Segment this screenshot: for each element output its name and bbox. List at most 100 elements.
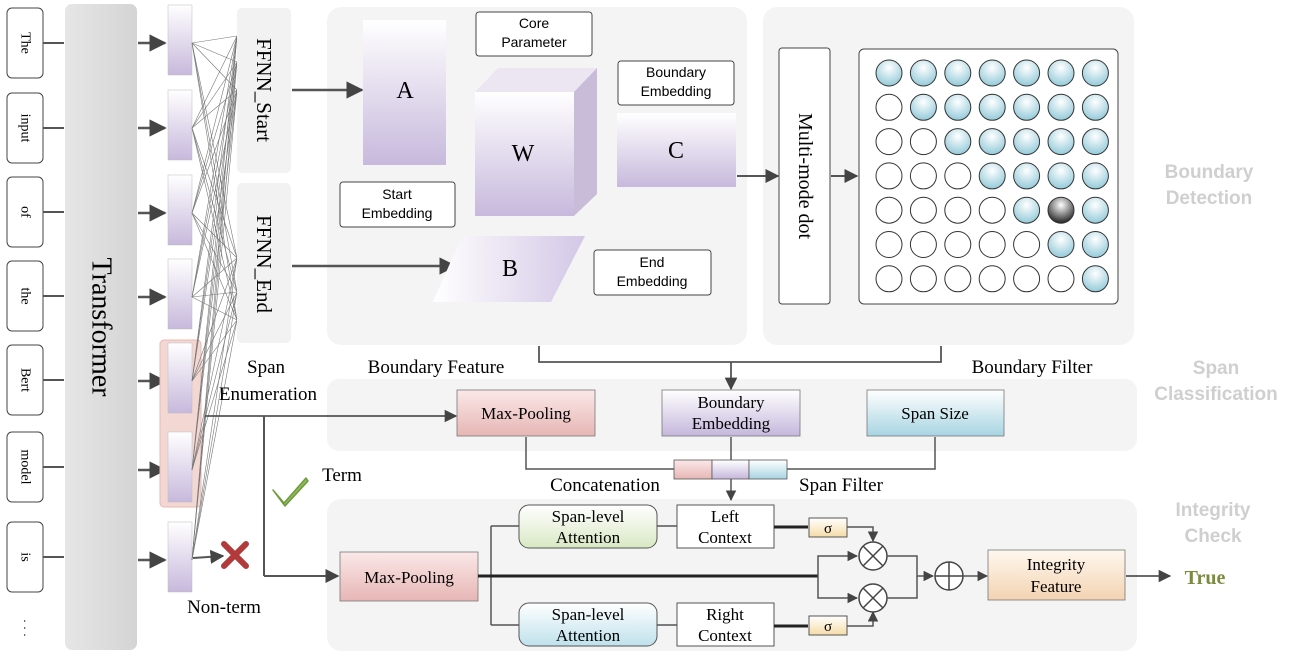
grid-cell — [978, 59, 1006, 87]
fan-line — [191, 35, 238, 129]
token-embedding — [167, 89, 193, 161]
skip-to-mult-top — [817, 550, 859, 576]
fan-line — [191, 319, 238, 471]
cls-boundary-embedding-label-2: Embedding — [692, 414, 771, 433]
skip-to-mult-bottom — [817, 576, 859, 604]
grid-cell — [944, 231, 972, 258]
boundary-embedding-label-box — [617, 60, 735, 106]
token-embedding — [167, 431, 193, 503]
grid-cell — [1013, 59, 1041, 87]
right-context-label-1: Right — [706, 605, 744, 624]
grid-cell — [944, 59, 972, 87]
grid-cell — [978, 265, 1006, 293]
grid-cell — [909, 196, 937, 224]
start-embedding-label-2: Embedding — [362, 205, 433, 221]
grid-cell — [944, 265, 972, 293]
fan-line — [191, 89, 238, 129]
matrix-b — [433, 236, 585, 302]
fan-line — [191, 257, 238, 561]
token-label: Bert — [18, 368, 33, 392]
fan-line — [191, 42, 238, 91]
maxpool-to-concat-line — [525, 437, 674, 470]
start-embedding-label-1: Start — [382, 186, 412, 202]
grid-cell — [909, 231, 937, 258]
multimode-dot-box — [778, 47, 831, 305]
fan-line — [191, 89, 238, 561]
mult-bottom-to-add — [887, 576, 918, 599]
grid-cell — [1047, 265, 1075, 293]
grid-cell — [978, 196, 1006, 224]
fan-line — [191, 61, 238, 214]
token-ellipsis: · · · — [18, 619, 32, 637]
ffnn-end-label: FFNN_End — [252, 215, 276, 314]
grid-cell — [1047, 59, 1075, 87]
sigma-bottom-to-mult — [847, 610, 879, 627]
fan-line — [191, 35, 238, 298]
multiply-bottom-icon — [858, 583, 888, 613]
grid-cell — [1081, 59, 1109, 87]
grid-cell — [1047, 162, 1075, 190]
grid-cell — [875, 231, 903, 258]
matrix-c-label: C — [668, 138, 684, 164]
core-parameter-label-2: Parameter — [501, 34, 567, 50]
add-icon — [934, 561, 964, 591]
fan-line — [191, 257, 238, 382]
span-attention-top-label-2: Attention — [556, 528, 621, 547]
transformer-label: Transformer — [86, 258, 117, 398]
cls-max-pooling-box — [456, 389, 596, 437]
left-context-label-2: Context — [698, 528, 752, 547]
check-icon — [272, 477, 309, 507]
output-label: True — [1185, 567, 1226, 589]
grid-cell — [875, 59, 903, 87]
grid-cell — [1047, 128, 1075, 156]
term-label: Term — [322, 465, 362, 486]
grid-cell — [909, 93, 937, 121]
fan-line — [191, 35, 238, 214]
matrix-a — [363, 20, 446, 165]
cross-icon — [221, 541, 249, 569]
fan-line — [191, 35, 238, 561]
integrity-feature-label-1: Integrity — [1027, 555, 1086, 574]
grid-cell — [1013, 265, 1041, 293]
token-label: model — [18, 450, 33, 485]
multimode-dot-label: Multi-mode dot — [794, 113, 816, 240]
boundary-detection-label-2: Detection — [1166, 188, 1253, 209]
token-label: input — [18, 114, 33, 143]
right-context-box — [676, 602, 775, 647]
ffnn-start-label: FFNN_Start — [252, 38, 276, 142]
spansize-to-concat-line — [787, 437, 936, 470]
fan-line — [191, 127, 238, 321]
multiply-top-icon — [858, 541, 888, 571]
fan-line — [191, 291, 238, 471]
grid-cell — [1013, 128, 1041, 156]
token-embedding — [167, 4, 193, 76]
right-context-label-2: Context — [698, 626, 752, 645]
grid-cell — [875, 196, 903, 224]
int-max-pooling-label: Max-Pooling — [364, 568, 454, 587]
fan-line — [191, 319, 238, 561]
start-embedding-box — [339, 181, 456, 228]
span-attention-bottom-label-2: Attention — [556, 626, 621, 645]
grid-cell — [978, 93, 1006, 121]
grid-cell — [1081, 128, 1109, 156]
end-embedding-label-1: End — [640, 254, 665, 270]
grid-cell — [1047, 93, 1075, 121]
fan-line — [191, 42, 238, 321]
boundary-embedding-label-1: Boundary — [646, 64, 706, 80]
integrity-check-label-1: Integrity — [1176, 500, 1251, 521]
ffnn-start-box — [237, 8, 291, 173]
span-attention-top-label-1: Span-level — [552, 507, 625, 526]
grid-cell — [944, 162, 972, 190]
token-label: is — [18, 552, 33, 561]
mult-top-to-add — [887, 555, 935, 582]
non-term-label: Non-term — [187, 597, 261, 618]
grid-cell — [1013, 231, 1041, 258]
fan-line — [191, 89, 238, 382]
grid-cell — [1013, 196, 1041, 224]
tensor-w-label: W — [512, 141, 535, 167]
span-size-box — [866, 389, 1005, 437]
end-embedding-label-2: Embedding — [617, 273, 688, 289]
span-classification-label-2: Classification — [1154, 384, 1278, 405]
fan-line — [191, 291, 238, 561]
